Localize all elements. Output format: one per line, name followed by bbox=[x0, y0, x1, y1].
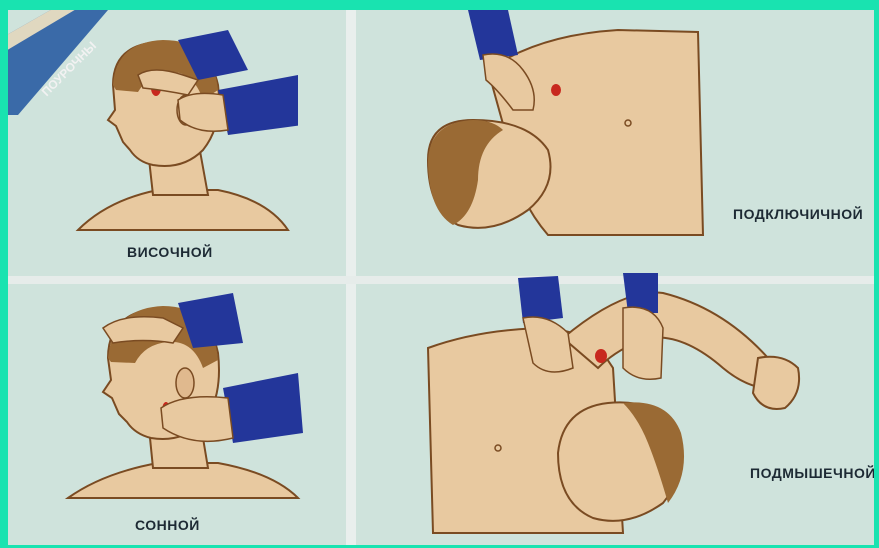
caption-axillary: ПОДМЫШЕЧНОЙ bbox=[750, 465, 874, 481]
temporal-pressure-illustration bbox=[68, 30, 298, 240]
first-aid-poster: ПОУРОЧНЫ ВИСОЧНОЙ bbox=[8, 10, 874, 545]
carotid-pressure-illustration bbox=[63, 288, 303, 508]
axillary-pressure-illustration bbox=[423, 268, 813, 538]
caption-temporal: ВИСОЧНОЙ bbox=[127, 244, 213, 260]
caption-subclavian: ПОДКЛЮЧИЧНОЙ bbox=[733, 206, 863, 222]
caption-carotid: СОННОЙ bbox=[135, 517, 200, 533]
subclavian-pressure-illustration bbox=[418, 10, 718, 250]
